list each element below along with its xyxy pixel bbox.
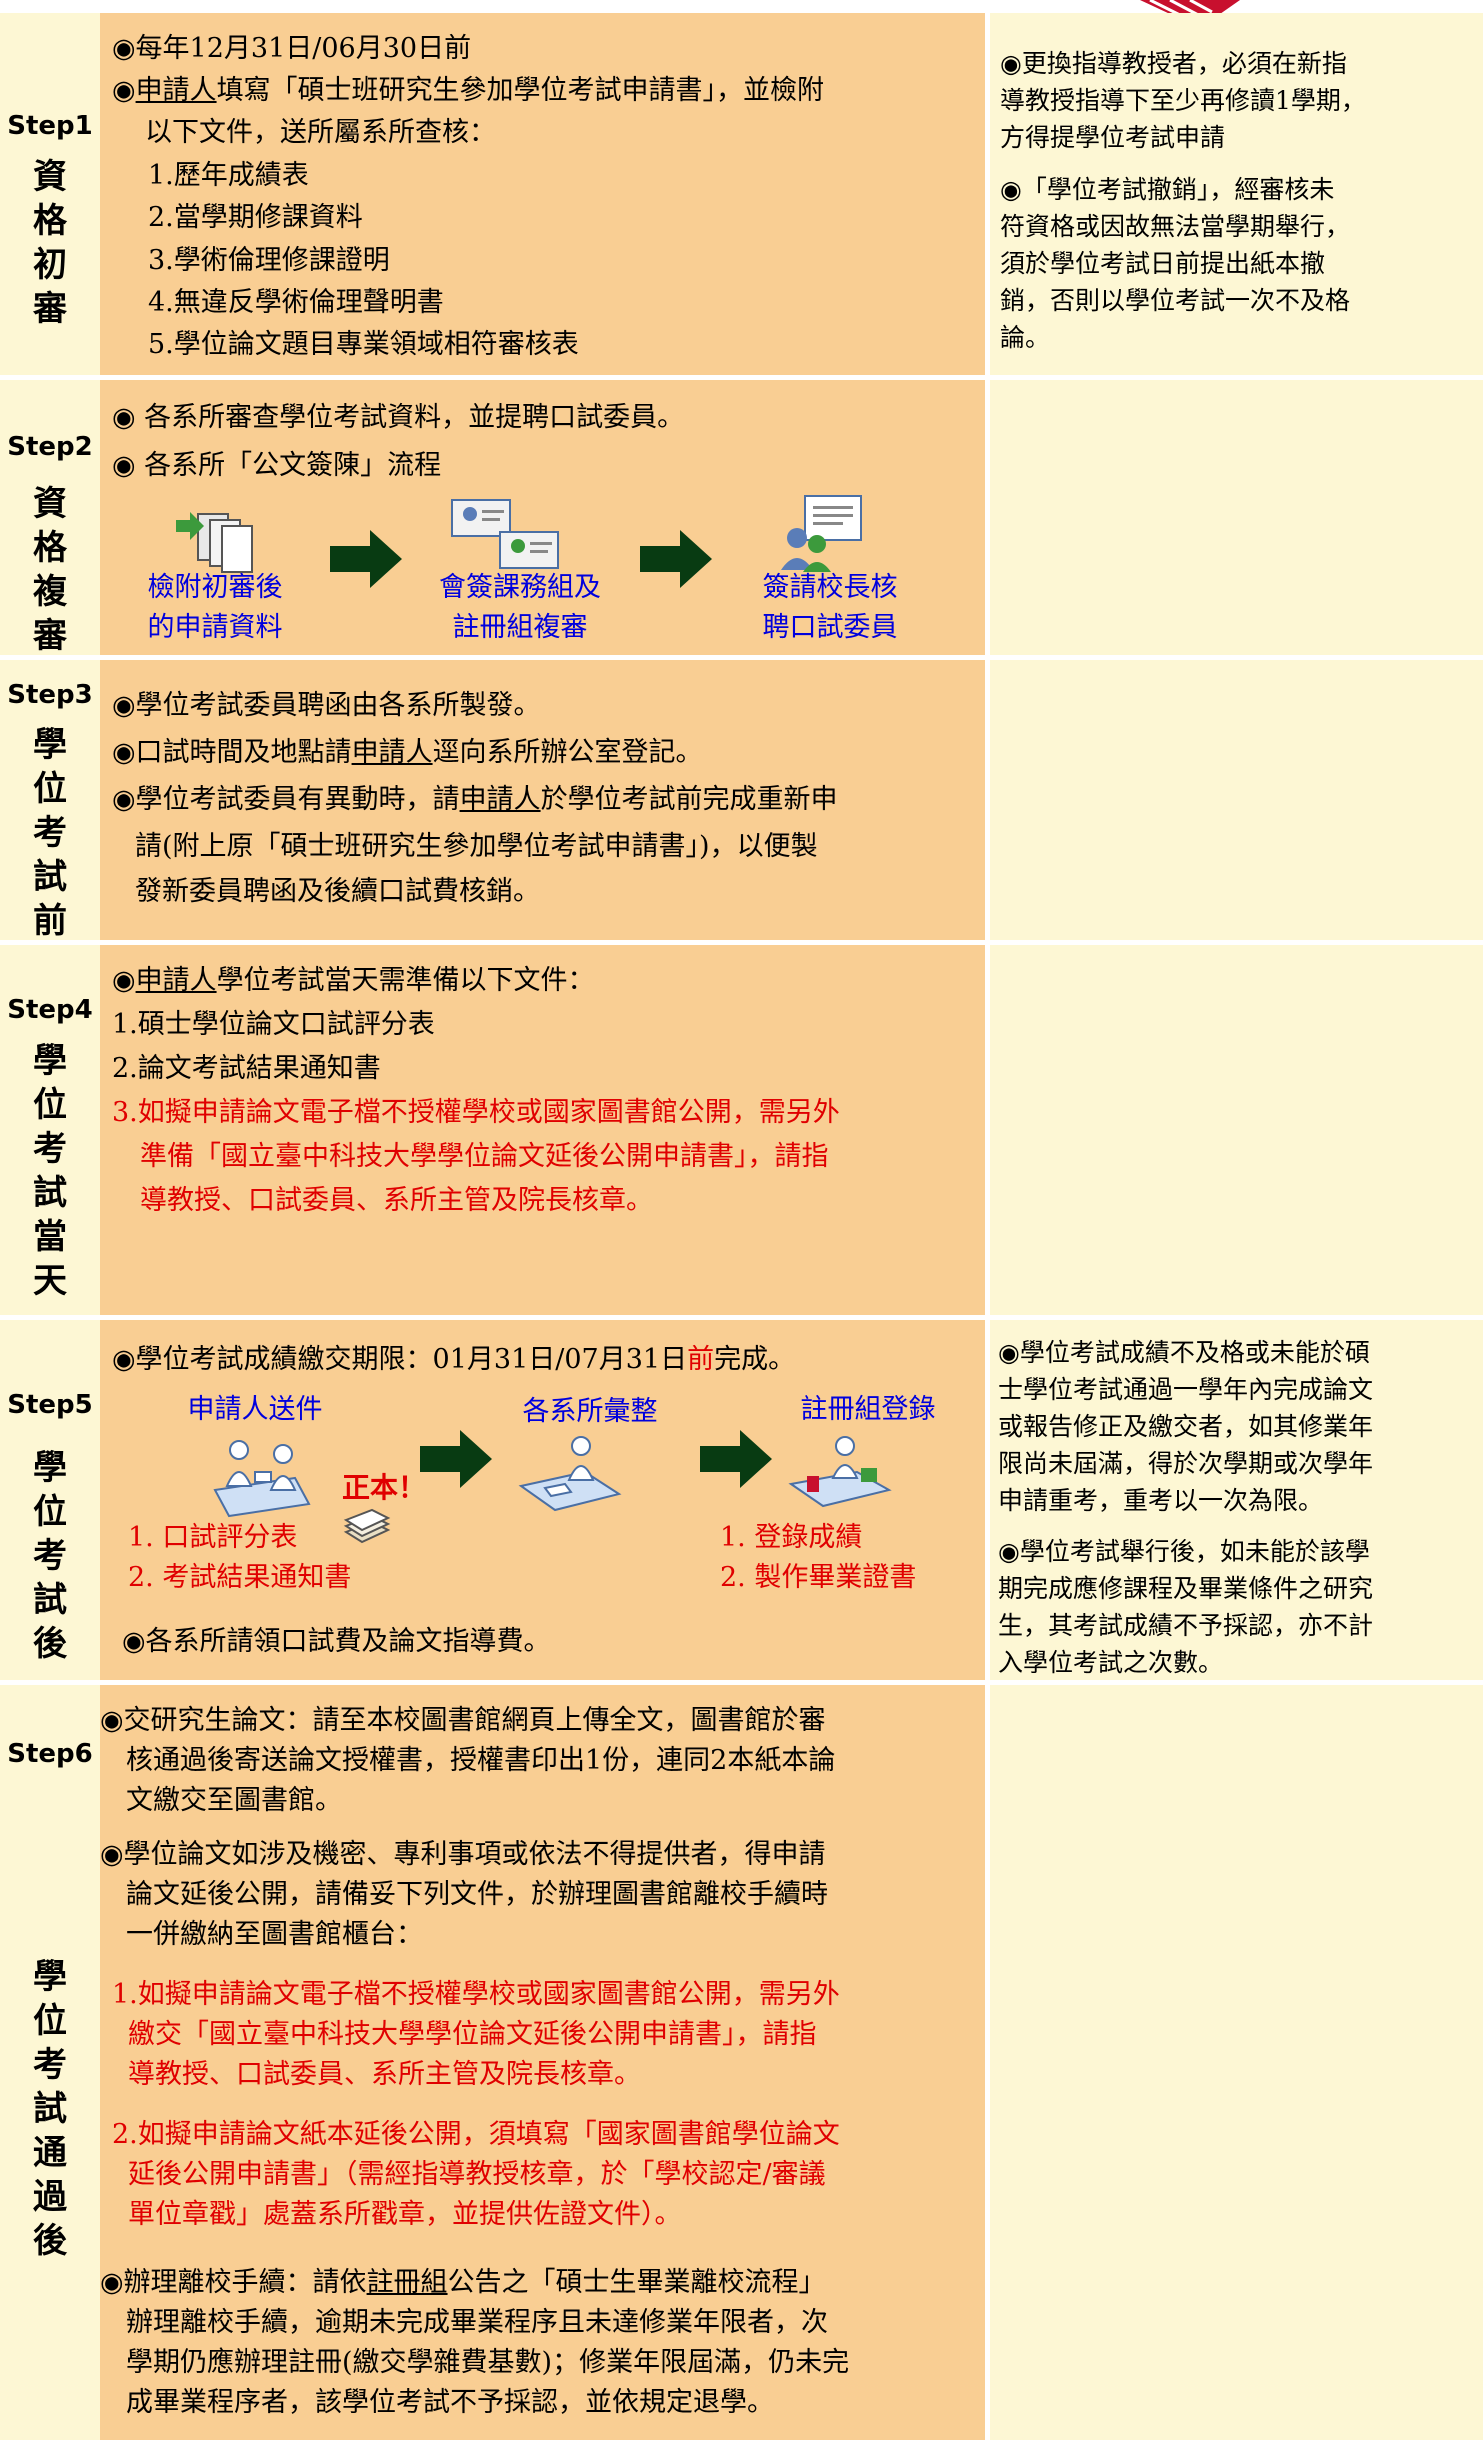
step2-label-column — [0, 380, 100, 655]
step4-line1: ◉申請人學位考試當天需準備以下文件： — [112, 965, 595, 996]
step6-content — [100, 1685, 985, 2440]
step6-step-tag: Step6 — [7, 1739, 93, 1769]
applicant-handing-documents-icon — [213, 1440, 311, 1518]
step1-doc-item: 3.學術倫理修課證明 — [148, 245, 390, 276]
registry-item-diploma: 2. 製作畢業證書 — [720, 1562, 917, 1593]
flow-header-applicant-submit: 申請人送件 — [187, 1394, 323, 1425]
step1-vertical-title: 資格初審 — [33, 157, 67, 329]
step5-fee-claim: ◉各系所請領口試費及論文指導費。 — [122, 1626, 551, 1657]
step4-vertical-title: 學位考試當天 — [33, 1041, 67, 1301]
step4-content — [100, 945, 985, 1315]
step1-line2: ◉申請人填寫「碩士班研究生參加學位考試申請書」，並檢附 — [112, 75, 825, 106]
step3-step-tag: Step3 — [7, 680, 93, 710]
flow-arrow-right-icon — [420, 1430, 492, 1488]
flow-header-dept-collect: 各系所彙整 — [522, 1396, 658, 1427]
appointment-approval-icon — [781, 495, 862, 572]
step3-label-column — [0, 660, 100, 940]
step1-step-tag: Step1 — [7, 111, 93, 141]
flow-step-cosign-review: 會簽課務組及註冊組複審 — [439, 572, 601, 643]
step3-vertical-title: 學位考試前 — [33, 725, 67, 941]
step2-notes — [990, 380, 1483, 655]
step3-line1: ◉學位考試委員聘函由各系所製發。 — [112, 690, 541, 721]
registry-item-record-grades: 1. 登錄成績 — [720, 1522, 863, 1553]
step5-deadline: ◉學位考試成績繳交期限：01月31日/07月31日前完成。 — [112, 1344, 796, 1375]
flow-arrow-right-icon — [700, 1430, 772, 1488]
step1-section: Step1 資格初審 ◉每年12月31日/06月30日前 ◉申請人填寫「碩士班研… — [0, 13, 1483, 375]
flow-header-registry-record: 註冊組登錄 — [800, 1394, 936, 1425]
step5-label-column — [0, 1320, 100, 1680]
paper-stack-icon — [343, 1508, 391, 1544]
submit-item-result-notice: 2. 考試結果通知書 — [128, 1562, 352, 1593]
step5-notes — [990, 1320, 1483, 1680]
step6-vertical-title: 學位考試通過後 — [33, 1957, 67, 2261]
people-cards-icon — [451, 499, 559, 569]
step6-label-column — [0, 1685, 100, 2440]
step3-line2: ◉口試時間及地點請申請人逕向系所辦公室登記。 — [112, 737, 703, 768]
step3-notes — [990, 660, 1483, 940]
step6-leaving-procedure: ◉辦理離校手續：請依註冊組公告之「碩士生畢業離校流程」 辦理離校手續，逾期未完成… — [100, 2267, 850, 2418]
step3-line5: 發新委員聘函及後續口試費核銷。 — [135, 876, 540, 907]
step2-vertical-title: 資格複審 — [33, 484, 67, 656]
step2-section: Step2 資格複審 ◉ 各系所審查學位考試資料，並提聘口試委員。 ◉ 各系所「… — [0, 380, 1483, 656]
step4-label-column — [0, 945, 100, 1315]
step1-label-column — [0, 13, 100, 375]
flow-arrow-right-icon — [640, 530, 712, 588]
step3-line4: 請(附上原「碩士班研究生參加學位考試申請書」)，以便製 — [135, 831, 818, 862]
step5-note-course-completion: ◉學位考試舉行後，如未能於該學期完成應修課程及畢業條件之研究生，其考試成績不予採… — [998, 1537, 1374, 1677]
flow-arrow-right-icon — [330, 530, 402, 588]
step1-note-advisor: ◉更換指導教授者，必須在新指導教授指導下至少再修讀1學期，方得提學位考試申請 — [1000, 49, 1366, 152]
step5-step-tag: Step5 — [7, 1390, 93, 1420]
step5-vertical-title: 學位考試後 — [33, 1448, 67, 1664]
step4-doc-item-red: 準備「國立臺中科技大學學位論文延後公開申請書」，請指 — [140, 1141, 829, 1172]
step4-doc-item: 2.論文考試結果通知書 — [112, 1053, 381, 1084]
step6-electronic-delay-item: 1.如擬申請論文電子檔不授權學校或國家圖書館公開，需另外 繳交「國立臺中科技大學… — [112, 1979, 840, 2090]
department-collating-icon — [518, 1436, 622, 1512]
step1-deadline: ◉每年12月31日/06月30日前 — [112, 33, 472, 64]
step1-doc-item: 5.學位論文題目專業領域相符審核表 — [148, 329, 579, 360]
step4-doc-item-red: 導教授、口試委員、系所主管及院長核章。 — [140, 1185, 653, 1216]
step1-doc-item: 2.當學期修課資料 — [148, 202, 363, 233]
step1-note-withdraw: ◉「學位考試撤銷」，經審核未符資格或因故無法當學期舉行，須於學位考試日前提出紙本… — [1000, 175, 1351, 352]
step6-delayed-publication: ◉學位論文如涉及機密、專利事項或依法不得提供者，得申請 論文延後公開，請備妥下列… — [100, 1839, 828, 1950]
step6-paper-delay-item: 2.如擬申請論文紙本延後公開，須填寫「國家圖書館學位論文 延後公開申請書」（需經… — [112, 2119, 840, 2230]
step4-notes — [990, 945, 1483, 1315]
step5-section: Step5 學位考試後 ◉學位考試成績繳交期限：01月31日/07月31日前完成… — [0, 1320, 1483, 1680]
step6-thesis-submit: ◉交研究生論文：請至本校圖書館網頁上傳全文，圖書館於審 核通過後寄送論文授權書，… — [100, 1705, 836, 1816]
step3-line3: ◉學位考試委員有異動時，請申請人於學位考試前完成重新申 — [112, 784, 838, 815]
flow-step-president-approve: 簽請校長核聘口試委員 — [762, 572, 898, 643]
step4-doc-item: 1.碩士學位論文口試評分表 — [112, 1009, 435, 1040]
step5-note-retake: ◉學位考試成績不及格或未能於碩士學位考試通過一學年內完成論文或報告修正及繳交者，… — [998, 1338, 1374, 1515]
step2-line2: ◉ 各系所「公文簽陳」流程 — [112, 450, 442, 481]
step2-step-tag: Step2 — [7, 432, 93, 462]
step4-section: Step4 學位考試當天 ◉申請人學位考試當天需準備以下文件： 1.碩士學位論文… — [0, 945, 1483, 1315]
step2-line1: ◉ 各系所審查學位考試資料，並提聘口試委員。 — [112, 402, 685, 433]
step1-line3: 以下文件，送所屬系所查核： — [145, 117, 496, 148]
step3-content — [100, 660, 985, 940]
original-copy-stamp: 正本！ — [342, 1471, 427, 1504]
step6-section: Step6 學位考試通過後 ◉交研究生論文：請至本校圖書館網頁上傳全文，圖書館於… — [0, 1685, 1483, 2440]
flow-step-attach-docs: 檢附初審後的申請資料 — [147, 572, 283, 643]
step1-doc-item: 1.歷年成績表 — [148, 160, 309, 191]
step1-content — [100, 13, 985, 375]
step1-doc-item: 4.無違反學術倫理聲明書 — [148, 287, 444, 318]
step1-notes — [990, 13, 1483, 375]
step4-doc-item-red: 3.如擬申請論文電子檔不授權學校或國家圖書館公開，需另外 — [112, 1097, 840, 1128]
documents-stack-icon — [176, 512, 253, 573]
step3-section: Step3 學位考試前 ◉學位考試委員聘函由各系所製發。 ◉口試時間及地點請申請… — [0, 660, 1483, 941]
step6-notes — [990, 1685, 1483, 2440]
submit-item-score-sheet: 1. 口試評分表 — [128, 1522, 298, 1553]
registry-desk-icon — [788, 1436, 892, 1508]
step4-step-tag: Step4 — [7, 995, 93, 1025]
